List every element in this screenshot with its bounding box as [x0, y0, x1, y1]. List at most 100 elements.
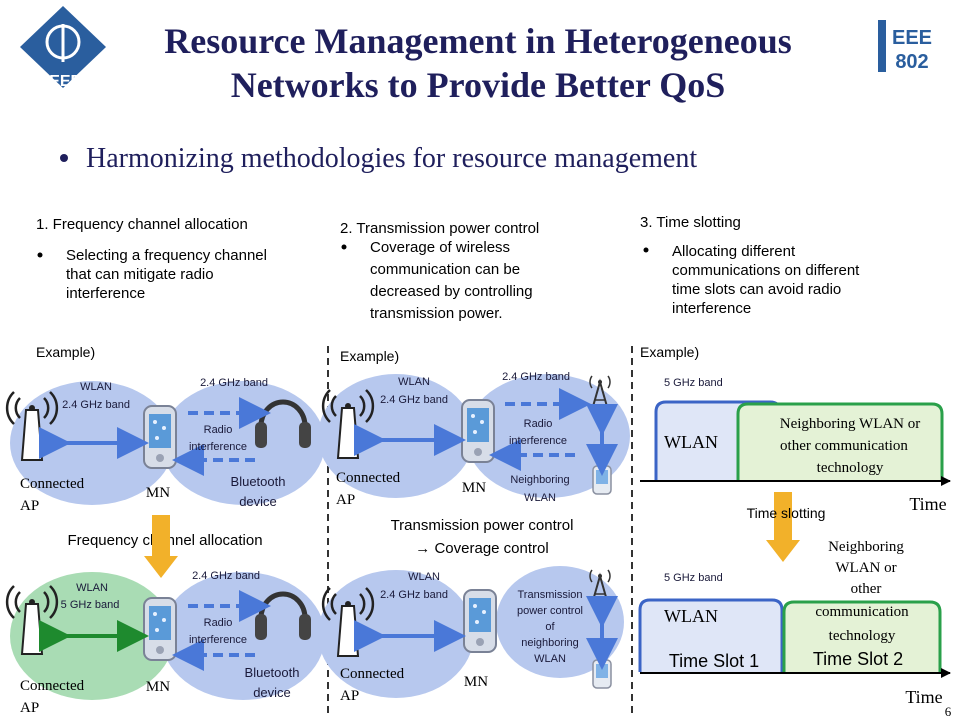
ap-label-line2-col2: AP [336, 492, 355, 508]
band-label-bottom: 2.4 GHz band [192, 570, 260, 582]
band-label-col3: 5 GHz band [664, 377, 723, 389]
ieee-logo: IEEE [20, 6, 106, 90]
neighbor-label-line2: WLAN [524, 492, 556, 504]
wlan-label-line1-col2-bottom: WLAN [408, 571, 440, 583]
ap-label-line1-col2: Connected [336, 470, 401, 486]
tpc-label-line2: power control [517, 605, 583, 617]
mobile-node-icon-col2 [461, 399, 495, 463]
time-slot-1-block [638, 598, 784, 672]
col2-bottom-scene: WLAN 2.4 GHz band Transmission power con… [318, 566, 624, 704]
col1-example-label: Example) [36, 344, 95, 360]
device-label-line2-bottom: device [253, 685, 291, 700]
ap-label-line1-bottom: Connected [20, 678, 85, 694]
device-label-line1: Bluetooth [231, 474, 286, 489]
interference-label-line2-bottom: interference [189, 634, 247, 646]
neighbor-label-line1: Neighboring [510, 474, 569, 486]
col3-bullet-line2: communications on different [672, 262, 860, 279]
page-title-line2: Networks to Provide Better QoS [231, 65, 726, 105]
col1-heading: 1. Frequency channel allocation [36, 216, 248, 233]
col2-top-scene: WLAN 2.4 GHz band 2.4 GHz band Radio int… [318, 371, 630, 508]
interference-label-line1-bottom: Radio [204, 617, 233, 629]
col2-bullet-line3: decreased by controlling [370, 283, 533, 300]
col1-top-scene: WLAN 2.4 GHz band 2.4 GHz band Radio int… [5, 377, 325, 514]
tpc-label-line3: of [545, 621, 555, 633]
device-label-line2: device [239, 494, 277, 509]
interference-label-line1: Radio [204, 424, 233, 436]
col3-top-scene: 5 GHz band WLAN Neighboring WLAN or othe… [640, 377, 951, 514]
time-axis-label-bottom: Time [905, 687, 942, 707]
interference-label-line1-col2: Radio [524, 418, 553, 430]
col3-heading: 3. Time slotting [640, 214, 741, 231]
col2-transition-line2: → Coverage control [415, 540, 548, 557]
ap-label-line2-col2-bottom: AP [340, 688, 359, 704]
col1-transition-arrow [144, 515, 178, 578]
col2-example-label: Example) [340, 348, 399, 364]
ieee-802-logo-line1: EEE [892, 27, 932, 49]
neighbor-note-line1: Neighboring [828, 539, 904, 555]
ieee-802-logo: EEE 802 [876, 18, 940, 74]
col2-bullet-line4: transmission power. [370, 305, 503, 322]
neighbor-note-line3: other [851, 581, 882, 597]
time-slot-1-label: Time Slot 1 [669, 651, 759, 671]
main-bullet-text: Harmonizing methodologies for resource m… [86, 143, 697, 174]
col3-bullet-line3: time slots can avoid radio [672, 281, 841, 298]
ieee-802-logo-line2: 802 [895, 51, 928, 73]
mobile-node-icon-bottom [143, 597, 177, 661]
wlan-label-line2: 2.4 GHz band [62, 399, 130, 411]
time-slot-2-label: Time Slot 2 [813, 649, 903, 669]
wlan-label-line2-col2-bottom: 2.4 GHz band [380, 589, 448, 601]
col1-bullet-line2: that can mitigate radio [66, 266, 214, 283]
mobile-node-icon [143, 405, 177, 469]
wlan-block-label: WLAN [664, 432, 718, 452]
col2-heading: 2. Transmission power control [340, 220, 539, 237]
wlan-label-line2-bottom: 5 GHz band [61, 599, 120, 611]
mn-label: MN [146, 485, 170, 501]
col3-example-label: Example) [640, 344, 699, 360]
time-axis-label-top: Time [909, 494, 946, 514]
neighbor-block-line3: technology [817, 460, 884, 476]
col3-bullet-line4: interference [672, 300, 751, 317]
tpc-label-line4: neighboring [521, 637, 579, 649]
neighbor-note-line5: technology [829, 628, 896, 644]
wlan-label-line1: WLAN [80, 381, 112, 393]
neighbor-device-icon-bottom [592, 659, 612, 689]
ieee-logo-text: IEEE [45, 73, 82, 90]
neighbor-note-line2: WLAN or [835, 560, 896, 576]
col3-bullet-dot [643, 247, 649, 253]
col1-bullet-dot [37, 252, 43, 258]
device-label-line1-bottom: Bluetooth [245, 665, 300, 680]
ap-label-line1: Connected [20, 476, 85, 492]
col2-bullet-dot [341, 244, 347, 250]
band-label-col3-bottom: 5 GHz band [664, 572, 723, 584]
neighbor-note-line4: communication [815, 604, 909, 620]
mn-label-bottom: MN [146, 679, 170, 695]
col3-bullet-line1: Allocating different [672, 243, 796, 260]
ap-label-line2-bottom: AP [20, 700, 39, 716]
page-number: 6 [945, 704, 952, 719]
mobile-node-icon-col2-bottom [463, 589, 497, 653]
col1-bullet-line3: interference [66, 285, 145, 302]
wlan-label-line1-bottom: WLAN [76, 582, 108, 594]
wlan-slot-label: WLAN [664, 606, 718, 626]
col2-transition-line1: Transmission power control [391, 517, 574, 534]
wlan-label-line1-col2: WLAN [398, 376, 430, 388]
col3-transition-label: Time slotting [747, 505, 826, 521]
band-label: 2.4 GHz band [200, 377, 268, 389]
ap-label-line1-col2-bottom: Connected [340, 666, 405, 682]
band-label-col2: 2.4 GHz band [502, 371, 570, 383]
tpc-label-line5: WLAN [534, 653, 566, 665]
col2-bullet-line2: communication can be [370, 261, 520, 278]
col3-transition-arrow [766, 492, 800, 562]
wlan-label-line2-col2: 2.4 GHz band [380, 394, 448, 406]
interference-label-line2: interference [189, 441, 247, 453]
ap-label-line2: AP [20, 498, 39, 514]
tpc-label-line1: Transmission [518, 589, 583, 601]
main-bullet-dot [60, 154, 68, 162]
neighbor-device-icon [592, 465, 612, 495]
col1-bottom-scene: WLAN 5 GHz band 2.4 GHz band Radio inter… [5, 570, 325, 716]
col1-bullet-line1: Selecting a frequency channel [66, 247, 267, 264]
time-slot-2-block [782, 600, 942, 672]
col2-bullet-line1: Coverage of wireless [370, 239, 510, 256]
page-title-line1: Resource Management in Heterogeneous [164, 21, 792, 61]
